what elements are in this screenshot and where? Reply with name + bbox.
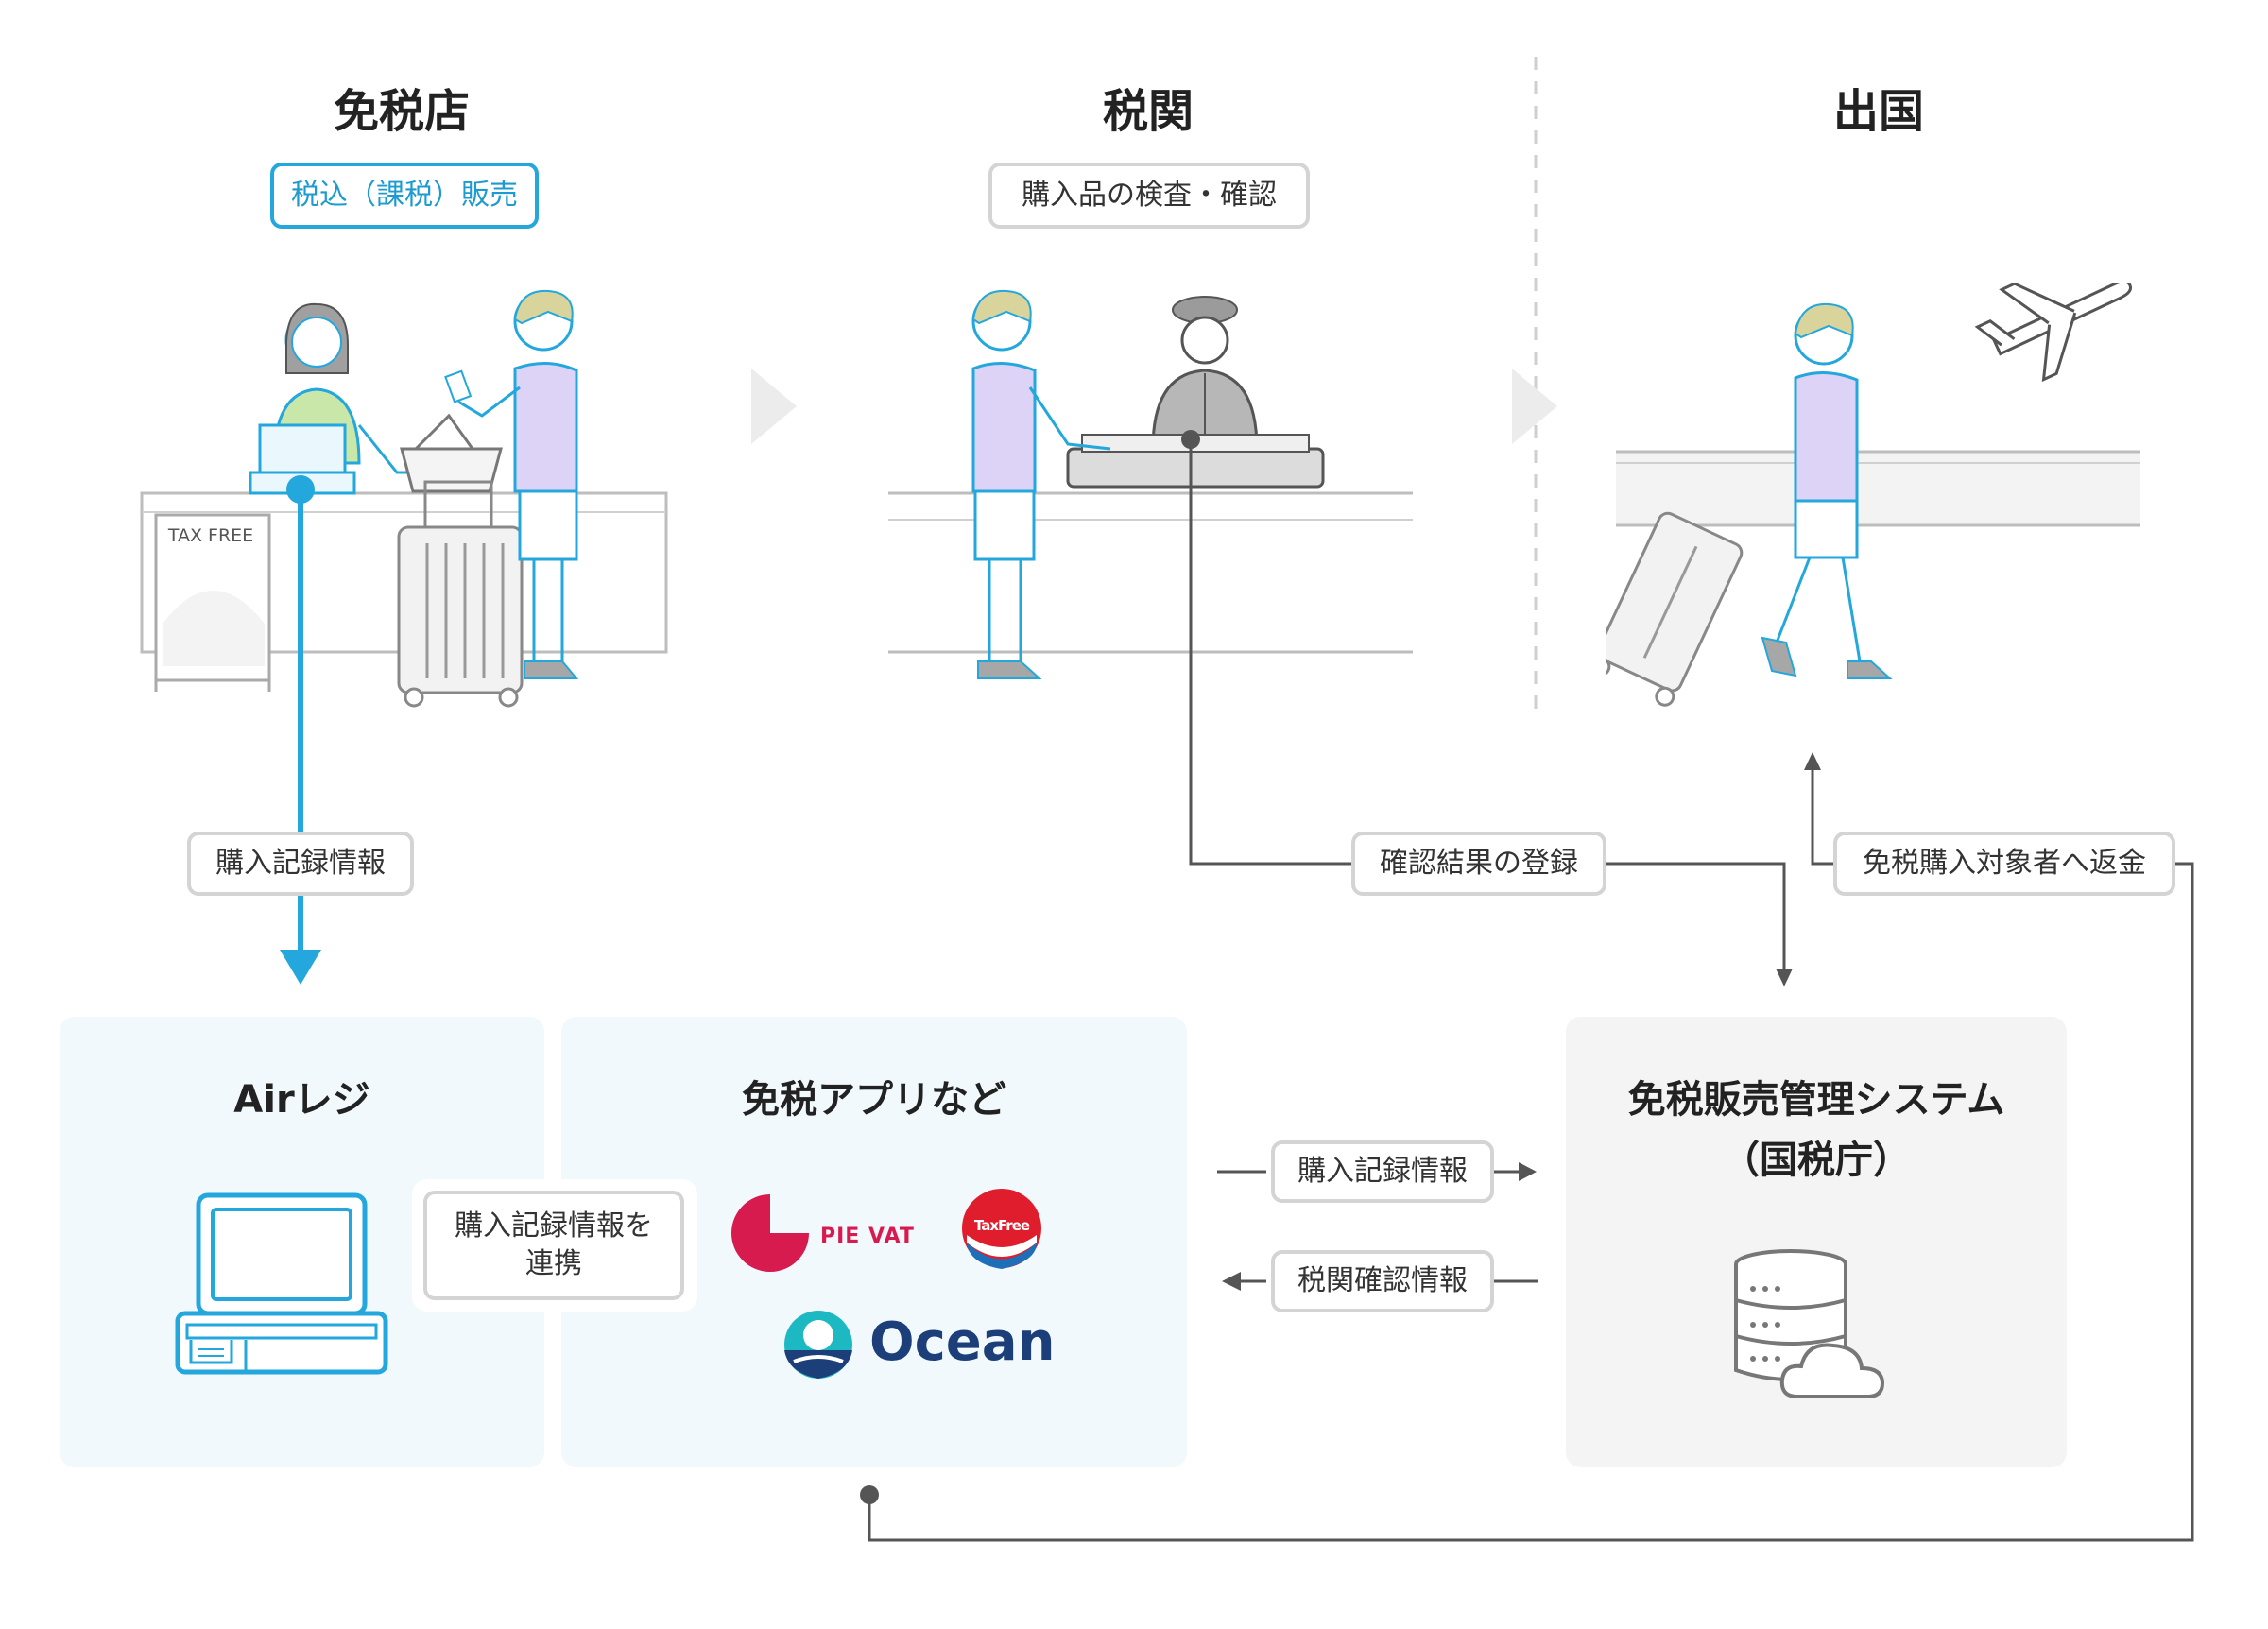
tag-link-records-line2: 連携	[525, 1247, 582, 1280]
departure-separator	[1534, 57, 1538, 718]
pie-vat-logo-icon	[731, 1194, 809, 1272]
panel-title-tax-free-apps: 免税アプリなど	[742, 1078, 1006, 1122]
system-title-line1: 免税販売管理システム	[1627, 1078, 2005, 1122]
duty-free-shop-illustration	[140, 289, 668, 708]
airregi-terminal-icon	[175, 1192, 388, 1375]
ocean-logo-icon	[784, 1311, 852, 1379]
customs-illustration	[888, 289, 1413, 679]
ocean-logo-text: Ocean	[869, 1312, 1056, 1373]
airplane-icon	[1974, 283, 2132, 383]
taxfree-logo-icon	[962, 1189, 1041, 1269]
column-title-departure: 出国	[1832, 85, 1924, 138]
tag-register-result: 確認結果の登録	[1351, 832, 1606, 896]
tag-tax-included-sale: 税込（課税）販売	[270, 163, 539, 229]
tag-refund: 免税購入対象者へ返金	[1833, 832, 2175, 896]
column-title-customs: 税関	[1102, 85, 1194, 138]
taxfree-logo-text: TaxFree	[973, 1217, 1030, 1234]
flow-arrow-icon	[1512, 369, 1557, 444]
tag-purchase-record: 購入記録情報	[187, 832, 414, 896]
tag-link-records-line1: 購入記録情報を	[455, 1209, 653, 1243]
panel-title-system: 免税販売管理システム （国税庁）	[1566, 1070, 2067, 1191]
column-title-duty-free-shop: 免税店	[333, 85, 470, 138]
pie-vat-logo-text: PIE VAT	[820, 1225, 915, 1248]
server-cloud-icon	[1734, 1249, 1885, 1398]
tag-inspection: 購入品の検査・確認	[988, 163, 1310, 229]
system-title-line2: （国税庁）	[1722, 1139, 1911, 1182]
tax-free-sign-text: TAX FREE	[167, 525, 254, 546]
tag-link-records: 購入記録情報を 連携	[423, 1191, 684, 1300]
tag-purchase-record-to-system: 購入記録情報	[1271, 1140, 1494, 1203]
tag-customs-confirmation: 税関確認情報	[1271, 1250, 1494, 1312]
departure-illustration	[1606, 283, 2140, 707]
panel-title-airregi: Airレジ	[233, 1078, 370, 1122]
flow-arrow-icon	[751, 369, 797, 444]
